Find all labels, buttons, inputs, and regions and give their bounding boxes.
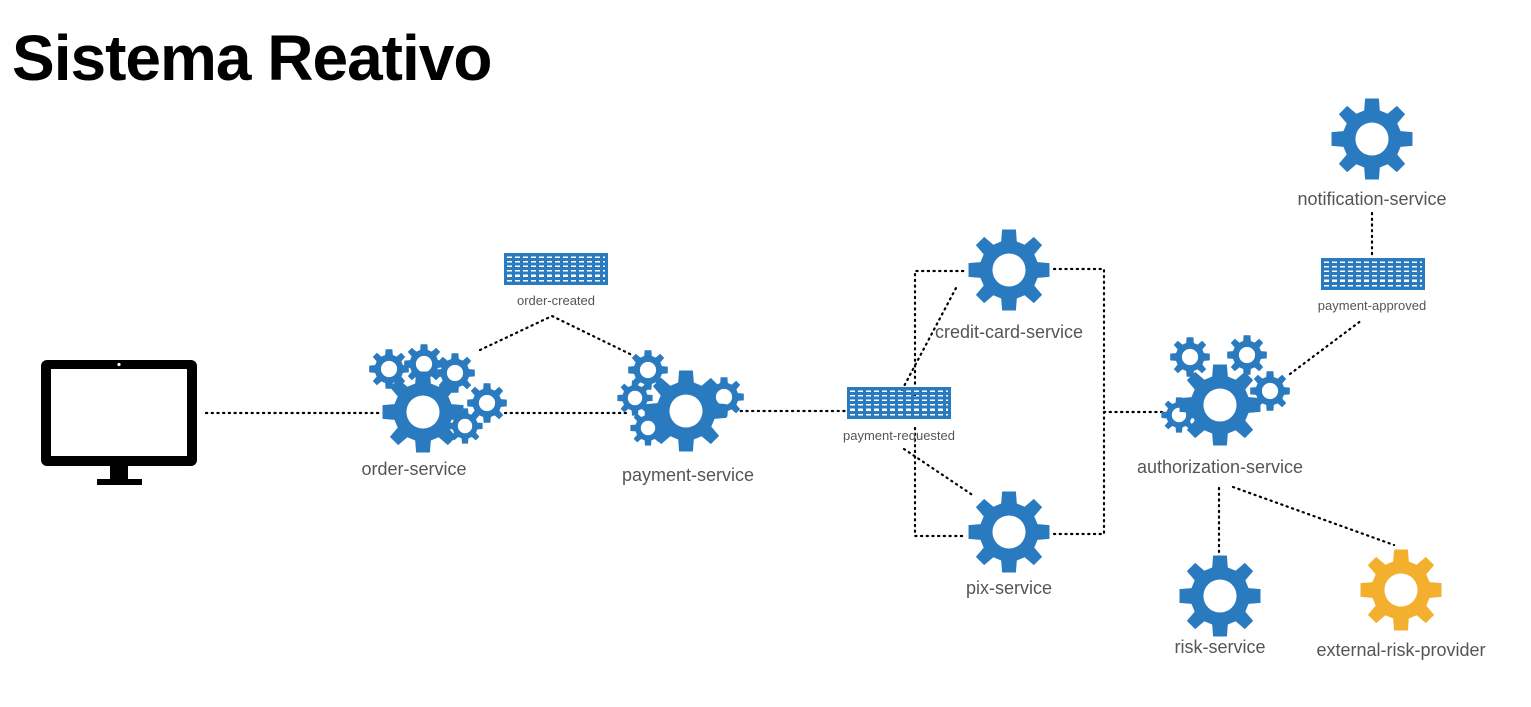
message-topic-icon: [1321, 258, 1425, 290]
pix-service-label: pix-service: [966, 578, 1052, 598]
connector-authorization-paymentapproved: [1288, 318, 1364, 376]
credit-card-service-node[interactable]: credit-card-service: [935, 229, 1083, 342]
topic-payment-requested-label: payment-requested: [843, 428, 955, 443]
risk-service-node[interactable]: risk-service: [1174, 555, 1266, 657]
message-topic-icon: [504, 253, 608, 285]
pix-service-node[interactable]: pix-service: [966, 491, 1052, 598]
gear-cluster-icon: [617, 350, 744, 452]
gear-icon: [968, 229, 1050, 311]
order-service-node[interactable]: order-service: [361, 344, 507, 479]
authorization-service-label: authorization-service: [1137, 457, 1303, 477]
connector-creditcard-right: [1052, 267, 1106, 414]
gear-cluster-icon: [369, 344, 507, 453]
notification-service-node[interactable]: notification-service: [1297, 98, 1447, 209]
connector-authorization-external-risk: [1231, 485, 1396, 547]
gear-icon: [1331, 98, 1413, 180]
message-topic-icon: [847, 387, 951, 419]
risk-service-label: risk-service: [1174, 637, 1265, 657]
notification-service-label: notification-service: [1297, 189, 1446, 209]
gear-icon: [1179, 555, 1261, 637]
gear-cluster-icon: [1161, 335, 1290, 446]
connector-order-ordercreated: [478, 314, 634, 357]
connector-paymentrequested-pix-left: [913, 426, 968, 538]
connectors: [204, 211, 1396, 554]
connector-paymentrequested-creditcard-diag: [900, 286, 958, 392]
page-title: Sistema Reativo: [12, 22, 492, 94]
gear-icon: [1360, 549, 1442, 631]
connector-pix-right: [1052, 410, 1106, 536]
topic-payment-requested[interactable]: payment-requested: [843, 387, 955, 443]
payment-service-label: payment-service: [622, 465, 754, 485]
authorization-service-node[interactable]: authorization-service: [1137, 335, 1303, 477]
topic-order-created-label: order-created: [517, 293, 595, 308]
external-risk-provider-node[interactable]: external-risk-provider: [1316, 549, 1486, 660]
credit-card-service-label: credit-card-service: [935, 322, 1083, 342]
gear-icon: [968, 491, 1050, 573]
payment-service-node[interactable]: payment-service: [617, 350, 754, 485]
topic-payment-approved-label: payment-approved: [1318, 298, 1426, 313]
external-risk-provider-label: external-risk-provider: [1316, 640, 1485, 660]
topic-order-created[interactable]: order-created: [504, 253, 608, 308]
connector-paymentrequested-creditcard-left: [913, 269, 968, 397]
client-monitor-icon: [41, 360, 197, 485]
connector-paymentrequested-pix-diag: [902, 447, 976, 498]
order-service-label: order-service: [361, 459, 466, 479]
topic-payment-approved[interactable]: payment-approved: [1318, 258, 1426, 313]
